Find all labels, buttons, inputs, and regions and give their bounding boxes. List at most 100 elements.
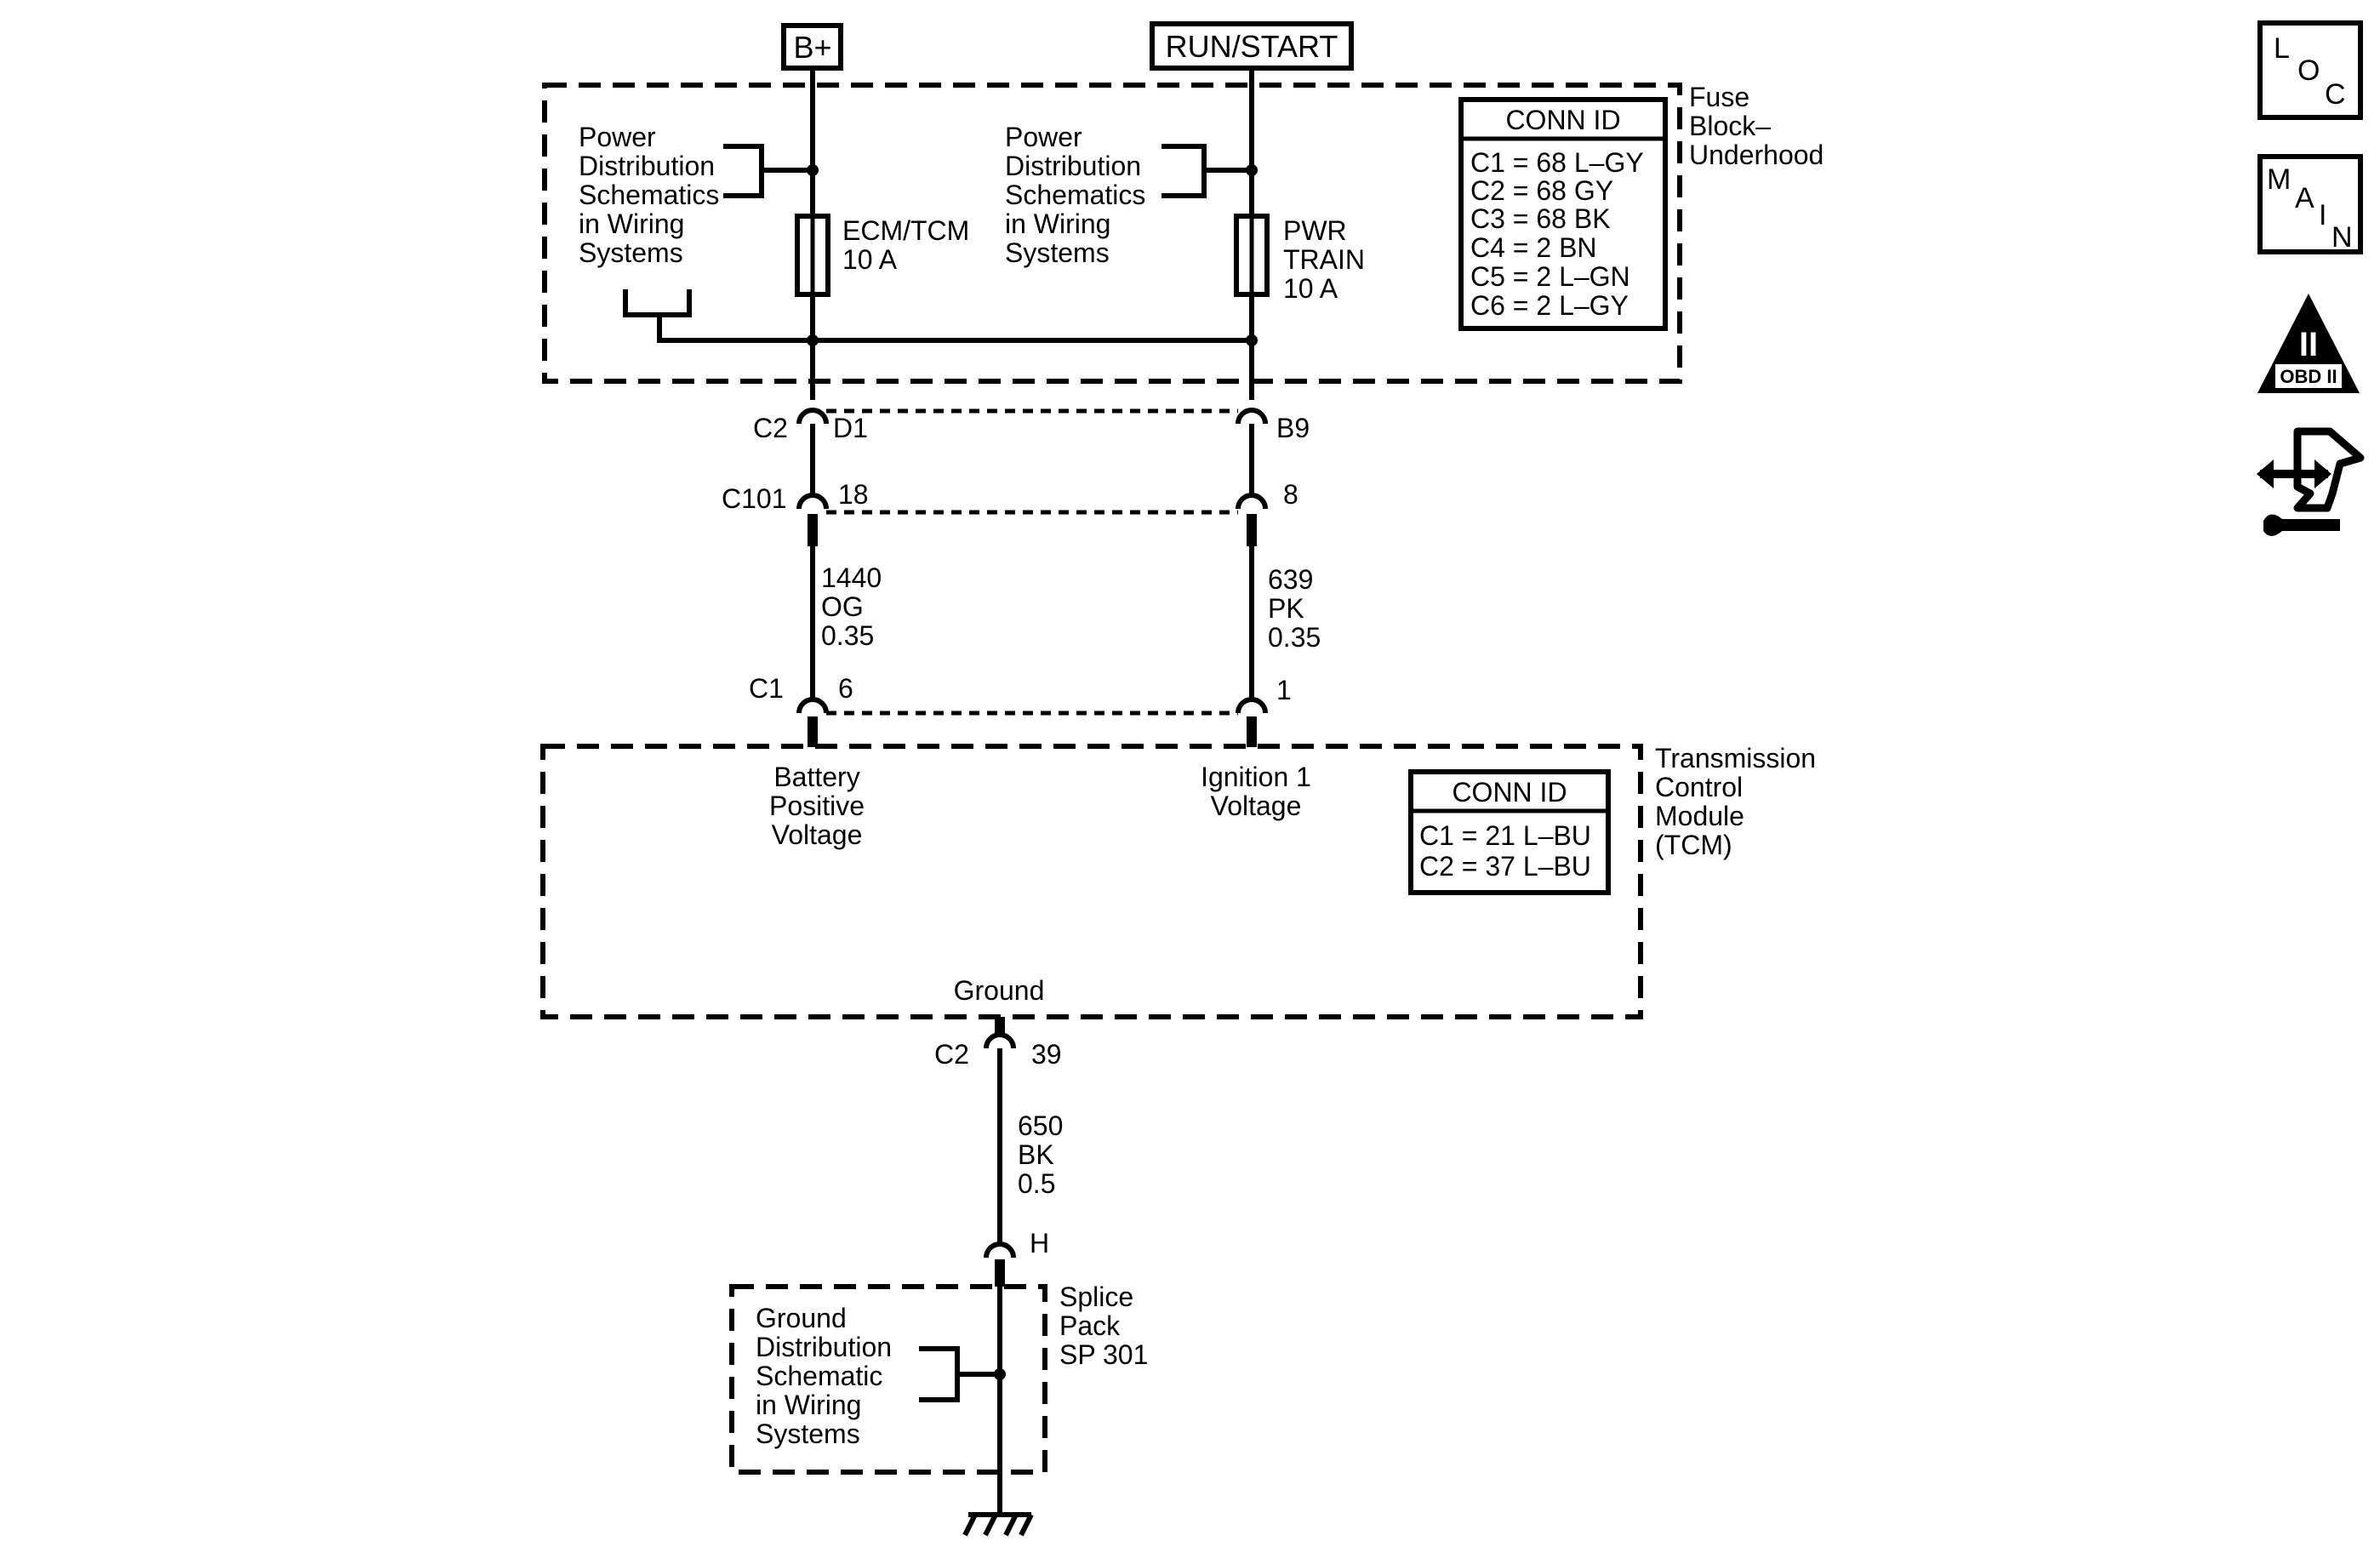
fuse-pwr-train <box>1234 214 1270 297</box>
wire-left-line-1: 1440 <box>821 562 882 593</box>
svg-text:L: L <box>2274 32 2290 65</box>
splice-name-1: Splice <box>1059 1281 1133 1312</box>
fuse-conn-row-6: C6 = 2 L–GY <box>1470 290 1629 321</box>
svg-text:OBD II: OBD II <box>2280 366 2337 387</box>
fuse-block-name-2: Block– <box>1689 111 1771 141</box>
fuse-right-label-2: TRAIN <box>1283 244 1365 275</box>
connector-h <box>984 1241 1016 1287</box>
wire-ground-line-1: 650 <box>1018 1110 1063 1141</box>
tcm-name-2: Control <box>1655 772 1743 802</box>
ignition-voltage-1: Ignition 1 <box>1201 762 1311 792</box>
tcm-name-4: (TCM) <box>1655 830 1732 860</box>
svg-text:C: C <box>2325 78 2346 111</box>
power-dist-left-5: Systems <box>579 237 683 268</box>
main-icon[interactable]: M A I N <box>2257 154 2363 254</box>
wire-right-line-2: PK <box>1268 593 1304 624</box>
power-dist-left-2: Distribution <box>579 151 715 181</box>
tcm-enclosure <box>540 744 1643 1019</box>
svg-text:A: A <box>2295 182 2314 214</box>
power-dist-left-3: Schematics <box>579 180 719 210</box>
pin-label-b9: B9 <box>1276 413 1310 443</box>
fuse-block-name-1: Fuse <box>1689 82 1749 112</box>
fuse-conn-row-4: C4 = 2 BN <box>1470 232 1597 263</box>
battery-voltage-2: Positive <box>769 791 865 821</box>
pin-label-18: 18 <box>838 479 869 510</box>
pin-label-h: H <box>1030 1228 1049 1259</box>
svg-text:RUN/START: RUN/START <box>1166 29 1338 64</box>
pin-label-8: 8 <box>1283 479 1298 510</box>
power-dist-left-4: in Wiring <box>579 208 684 239</box>
power-dist-right-bracket <box>1161 144 1252 198</box>
splice-pack-enclosure <box>729 1284 1047 1475</box>
fuse-conn-id-title: CONN ID <box>1505 105 1620 135</box>
connector-c2-tcm <box>984 1017 1016 1049</box>
power-dist-right-2: Distribution <box>1005 151 1141 181</box>
wire-right-line-1: 639 <box>1268 564 1313 595</box>
power-dist-right-3: Schematics <box>1005 180 1145 210</box>
fuse-conn-row-2: C2 = 68 GY <box>1470 175 1613 206</box>
pin-label-d1: D1 <box>833 413 868 443</box>
bplus-source: B+ <box>781 23 843 71</box>
tcm-ground-label: Ground <box>954 975 1045 1006</box>
ground-symbol-icon <box>962 1512 1034 1537</box>
svg-text:II: II <box>2299 326 2318 363</box>
svg-text:M: M <box>2267 163 2291 196</box>
wire-ground-line-3: 0.5 <box>1018 1168 1055 1199</box>
ground-dist-bracket <box>919 1346 1000 1402</box>
connector-c101 <box>796 493 1268 546</box>
ground-dist-5: Systems <box>756 1418 860 1449</box>
wire-right-line-3: 0.35 <box>1268 622 1321 653</box>
conn-label-c1-tcm: C1 <box>749 673 784 704</box>
diagnostic-tool-icon[interactable] <box>2257 427 2365 536</box>
pin-label-6: 6 <box>838 673 853 704</box>
power-dist-right-5: Systems <box>1005 237 1110 268</box>
fuse-ecm-tcm <box>795 214 830 297</box>
tcm-name-3: Module <box>1655 801 1744 831</box>
wire-left-line-3: 0.35 <box>821 620 874 651</box>
obd-ii-icon[interactable]: II OBD II <box>2257 294 2360 393</box>
tcm-conn-row-1: C1 = 21 L–BU <box>1419 820 1591 851</box>
battery-voltage-3: Voltage <box>772 819 863 850</box>
fuse-conn-row-3: C3 = 68 BK <box>1470 203 1611 234</box>
splice-name-3: SP 301 <box>1059 1339 1148 1370</box>
battery-voltage-1: Battery <box>773 762 859 792</box>
fuse-right-label-1: PWR <box>1283 215 1347 246</box>
fuse-block-name-3: Underhood <box>1689 140 1824 170</box>
power-dist-left-1: Power <box>579 122 656 152</box>
conn-label-c2-tcm: C2 <box>934 1039 969 1070</box>
power-dist-left-bracket <box>723 144 813 198</box>
ground-dist-2: Distribution <box>756 1332 892 1362</box>
conn-label-c101: C101 <box>722 483 787 514</box>
fuse-left-label-1: ECM/TCM <box>842 215 969 246</box>
svg-text:N: N <box>2331 221 2353 254</box>
conn-label-c2-fuse: C2 <box>753 413 788 443</box>
power-dist-right-4: in Wiring <box>1005 208 1110 239</box>
svg-text:I: I <box>2319 199 2326 231</box>
fuse-conn-row-5: C5 = 2 L–GN <box>1470 261 1630 292</box>
run-start-source: RUN/START <box>1150 21 1354 71</box>
fuse-block-conn-id-table: CONN ID C1 = 68 L–GY C2 = 68 GY C3 = 68 … <box>1458 97 1668 331</box>
svg-text:B+: B+ <box>793 30 831 65</box>
svg-text:O: O <box>2297 54 2320 87</box>
connector-c1-tcm <box>796 697 1268 747</box>
ignition-voltage-2: Voltage <box>1211 791 1302 821</box>
pin-label-1: 1 <box>1276 675 1292 705</box>
fuse-left-label-2: 10 A <box>842 244 898 275</box>
fuse-conn-row-1: C1 = 68 L–GY <box>1470 147 1644 178</box>
loc-icon[interactable]: L O C <box>2257 20 2363 120</box>
ground-dist-3: Schematic <box>756 1361 882 1391</box>
splice-name-2: Pack <box>1059 1310 1121 1341</box>
ground-dist-1: Ground <box>756 1303 847 1333</box>
tcm-conn-id-table: CONN ID C1 = 21 L–BU C2 = 37 L–BU <box>1408 769 1611 895</box>
power-dist-right-1: Power <box>1005 122 1082 152</box>
wire-left-line-2: OG <box>821 591 864 622</box>
connector-c2-fuse <box>796 408 1268 425</box>
internal-bus <box>623 289 1252 343</box>
ground-dist-4: in Wiring <box>756 1390 861 1420</box>
wire-ground-line-2: BK <box>1018 1139 1054 1170</box>
pin-label-39: 39 <box>1031 1039 1062 1070</box>
tcm-conn-row-2: C2 = 37 L–BU <box>1419 851 1591 882</box>
tcm-conn-id-title: CONN ID <box>1452 777 1567 808</box>
tcm-name-1: Transmission <box>1655 743 1816 773</box>
